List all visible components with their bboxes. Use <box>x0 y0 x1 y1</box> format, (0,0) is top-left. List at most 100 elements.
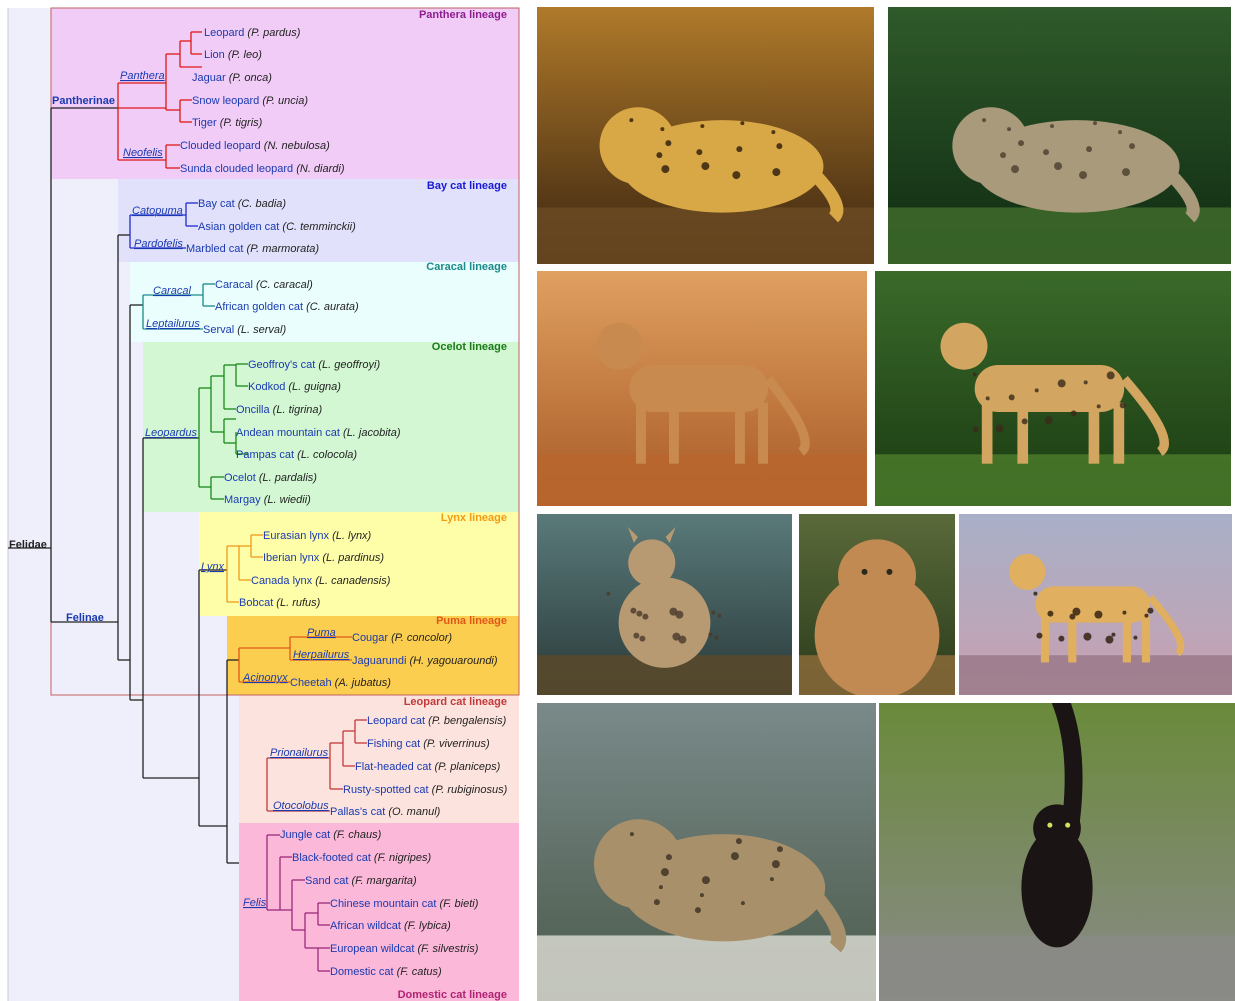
species-common-name[interactable]: Jaguarundi <box>352 655 406 667</box>
species-common-name[interactable]: Snow leopard <box>192 95 259 107</box>
species-common-name[interactable]: Lion <box>204 49 225 61</box>
species-label-caracal: Caracal (C. caracal) <box>215 279 313 291</box>
species-scientific-name: (N. nebulosa) <box>261 140 330 152</box>
species-common-name[interactable]: Caracal <box>215 279 253 291</box>
genus-label-panthera: Panthera <box>120 70 165 82</box>
species-common-name[interactable]: Leopard <box>204 27 244 39</box>
species-label-marbled-cat: Marbled cat (P. marmorata) <box>186 243 319 255</box>
genus-label-otocolobus: Otocolobus <box>273 800 329 812</box>
species-common-name[interactable]: Kodkod <box>248 381 285 393</box>
lineage-title-puma-lineage: Puma lineage <box>436 615 507 627</box>
species-common-name[interactable]: Serval <box>203 324 234 336</box>
genus-label-felis: Felis <box>243 897 267 909</box>
species-common-name[interactable]: Domestic cat <box>330 966 394 978</box>
species-scientific-name: (C. badia) <box>235 198 287 210</box>
species-common-name[interactable]: Cheetah <box>290 677 332 689</box>
species-common-name[interactable]: Black-footed cat <box>292 852 371 864</box>
species-common-name[interactable]: Rusty-spotted cat <box>343 784 429 796</box>
species-common-name[interactable]: African wildcat <box>330 920 401 932</box>
species-label-kodkod: Kodkod (L. guigna) <box>248 381 341 393</box>
species-common-name[interactable]: Tiger <box>192 117 217 129</box>
species-common-name[interactable]: Bay cat <box>198 198 235 210</box>
species-scientific-name: (P. uncia) <box>259 95 308 107</box>
species-common-name[interactable]: Margay <box>224 494 261 506</box>
species-common-name[interactable]: Geoffroy's cat <box>248 359 315 371</box>
species-common-name[interactable]: Andean mountain cat <box>236 427 340 439</box>
species-scientific-name: (C. aurata) <box>303 301 359 313</box>
species-common-name[interactable]: Canada lynx <box>251 575 313 587</box>
species-scientific-name: (F. chaus) <box>330 829 381 841</box>
species-label-african-golden-cat: African golden cat (C. aurata) <box>215 301 359 313</box>
genus-label-leptailurus: Leptailurus <box>146 318 200 330</box>
genus-label-catopuma: Catopuma <box>132 205 183 217</box>
species-scientific-name: (F. bieti) <box>436 898 478 910</box>
species-label-oncilla: Oncilla (L. tigrina) <box>236 404 323 416</box>
species-scientific-name: (L. colocola) <box>294 449 357 461</box>
species-common-name[interactable]: Jaguar <box>192 72 226 84</box>
species-common-name[interactable]: Flat-headed cat <box>355 761 431 773</box>
photo-domestic-cat <box>879 703 1235 1001</box>
species-scientific-name: (O. manul) <box>385 806 440 818</box>
species-label-bobcat: Bobcat (L. rufus) <box>239 597 321 609</box>
species-label-african-wildcat: African wildcat (F. lybica) <box>330 920 451 932</box>
species-label-snow-leopard: Snow leopard (P. uncia) <box>192 95 308 107</box>
species-common-name[interactable]: Bobcat <box>239 597 273 609</box>
species-label-andean-mountain-cat: Andean mountain cat (L. jacobita) <box>236 427 401 439</box>
photo-cougar <box>799 514 955 695</box>
species-common-name[interactable]: Leopard cat <box>367 715 425 727</box>
species-scientific-name: (P. leo) <box>225 49 262 61</box>
species-label-european-wildcat: European wildcat (F. silvestris) <box>330 943 479 955</box>
species-common-name[interactable]: European wildcat <box>330 943 414 955</box>
species-label-geoffroy-s-cat: Geoffroy's cat (L. geoffroyi) <box>248 359 380 371</box>
species-common-name[interactable]: Iberian lynx <box>263 552 320 564</box>
species-scientific-name: (L. canadensis) <box>312 575 391 587</box>
species-scientific-name: (N. diardi) <box>293 163 345 175</box>
species-scientific-name: (P. viverrinus) <box>420 738 490 750</box>
species-scientific-name: (P. tigris) <box>217 117 263 129</box>
species-common-name[interactable]: African golden cat <box>215 301 303 313</box>
species-scientific-name: (L. tigrina) <box>270 404 323 416</box>
species-common-name[interactable]: Asian golden cat <box>198 221 279 233</box>
species-scientific-name: (P. concolor) <box>388 632 452 644</box>
species-common-name[interactable]: Eurasian lynx <box>263 530 330 542</box>
photo-fishing-cat <box>537 703 876 1001</box>
lineage-box-leopard-cat-lineage <box>239 695 519 823</box>
species-scientific-name: (P. pardus) <box>244 27 300 39</box>
species-label-sand-cat: Sand cat (F. margarita) <box>305 875 417 887</box>
species-common-name[interactable]: Chinese mountain cat <box>330 898 436 910</box>
species-common-name[interactable]: Clouded leopard <box>180 140 261 152</box>
species-scientific-name: (P. bengalensis) <box>425 715 506 727</box>
lineage-box-lynx-lineage <box>199 512 519 616</box>
species-label-leopard: Leopard (P. pardus) <box>204 27 301 39</box>
species-label-tiger: Tiger (P. tigris) <box>192 117 263 129</box>
genus-label-caracal: Caracal <box>153 285 191 297</box>
node-label-felinae: Felinae <box>66 612 104 624</box>
species-label-pallas-s-cat: Pallas's cat (O. manul) <box>330 806 441 818</box>
species-common-name[interactable]: Pampas cat <box>236 449 294 461</box>
photo-margay <box>875 271 1231 506</box>
species-common-name[interactable]: Oncilla <box>236 404 271 416</box>
genus-label-neofelis: Neofelis <box>123 147 163 159</box>
species-scientific-name: (P. marmorata) <box>243 243 319 255</box>
species-label-serval: Serval (L. serval) <box>203 324 286 336</box>
species-scientific-name: (C. caracal) <box>253 279 313 291</box>
lineage-box-panthera-lineage <box>51 8 519 179</box>
species-common-name[interactable]: Cougar <box>352 632 388 644</box>
species-common-name[interactable]: Jungle cat <box>280 829 330 841</box>
species-label-ocelot: Ocelot (L. pardalis) <box>224 472 317 484</box>
species-common-name[interactable]: Marbled cat <box>186 243 243 255</box>
species-scientific-name: (F. lybica) <box>401 920 451 932</box>
species-common-name[interactable]: Fishing cat <box>367 738 420 750</box>
species-scientific-name: (P. planiceps) <box>431 761 500 773</box>
species-common-name[interactable]: Sunda clouded leopard <box>180 163 293 175</box>
species-scientific-name: (L. serval) <box>234 324 286 336</box>
species-scientific-name: (F. catus) <box>394 966 442 978</box>
species-common-name[interactable]: Sand cat <box>305 875 348 887</box>
species-common-name[interactable]: Pallas's cat <box>330 806 385 818</box>
species-common-name[interactable]: Ocelot <box>224 472 256 484</box>
lineage-box-ocelot-lineage <box>143 342 519 512</box>
species-scientific-name: (F. silvestris) <box>414 943 478 955</box>
species-scientific-name: (P. onca) <box>226 72 273 84</box>
species-label-pampas-cat: Pampas cat (L. colocola) <box>236 449 357 461</box>
genus-label-leopardus: Leopardus <box>145 427 197 439</box>
